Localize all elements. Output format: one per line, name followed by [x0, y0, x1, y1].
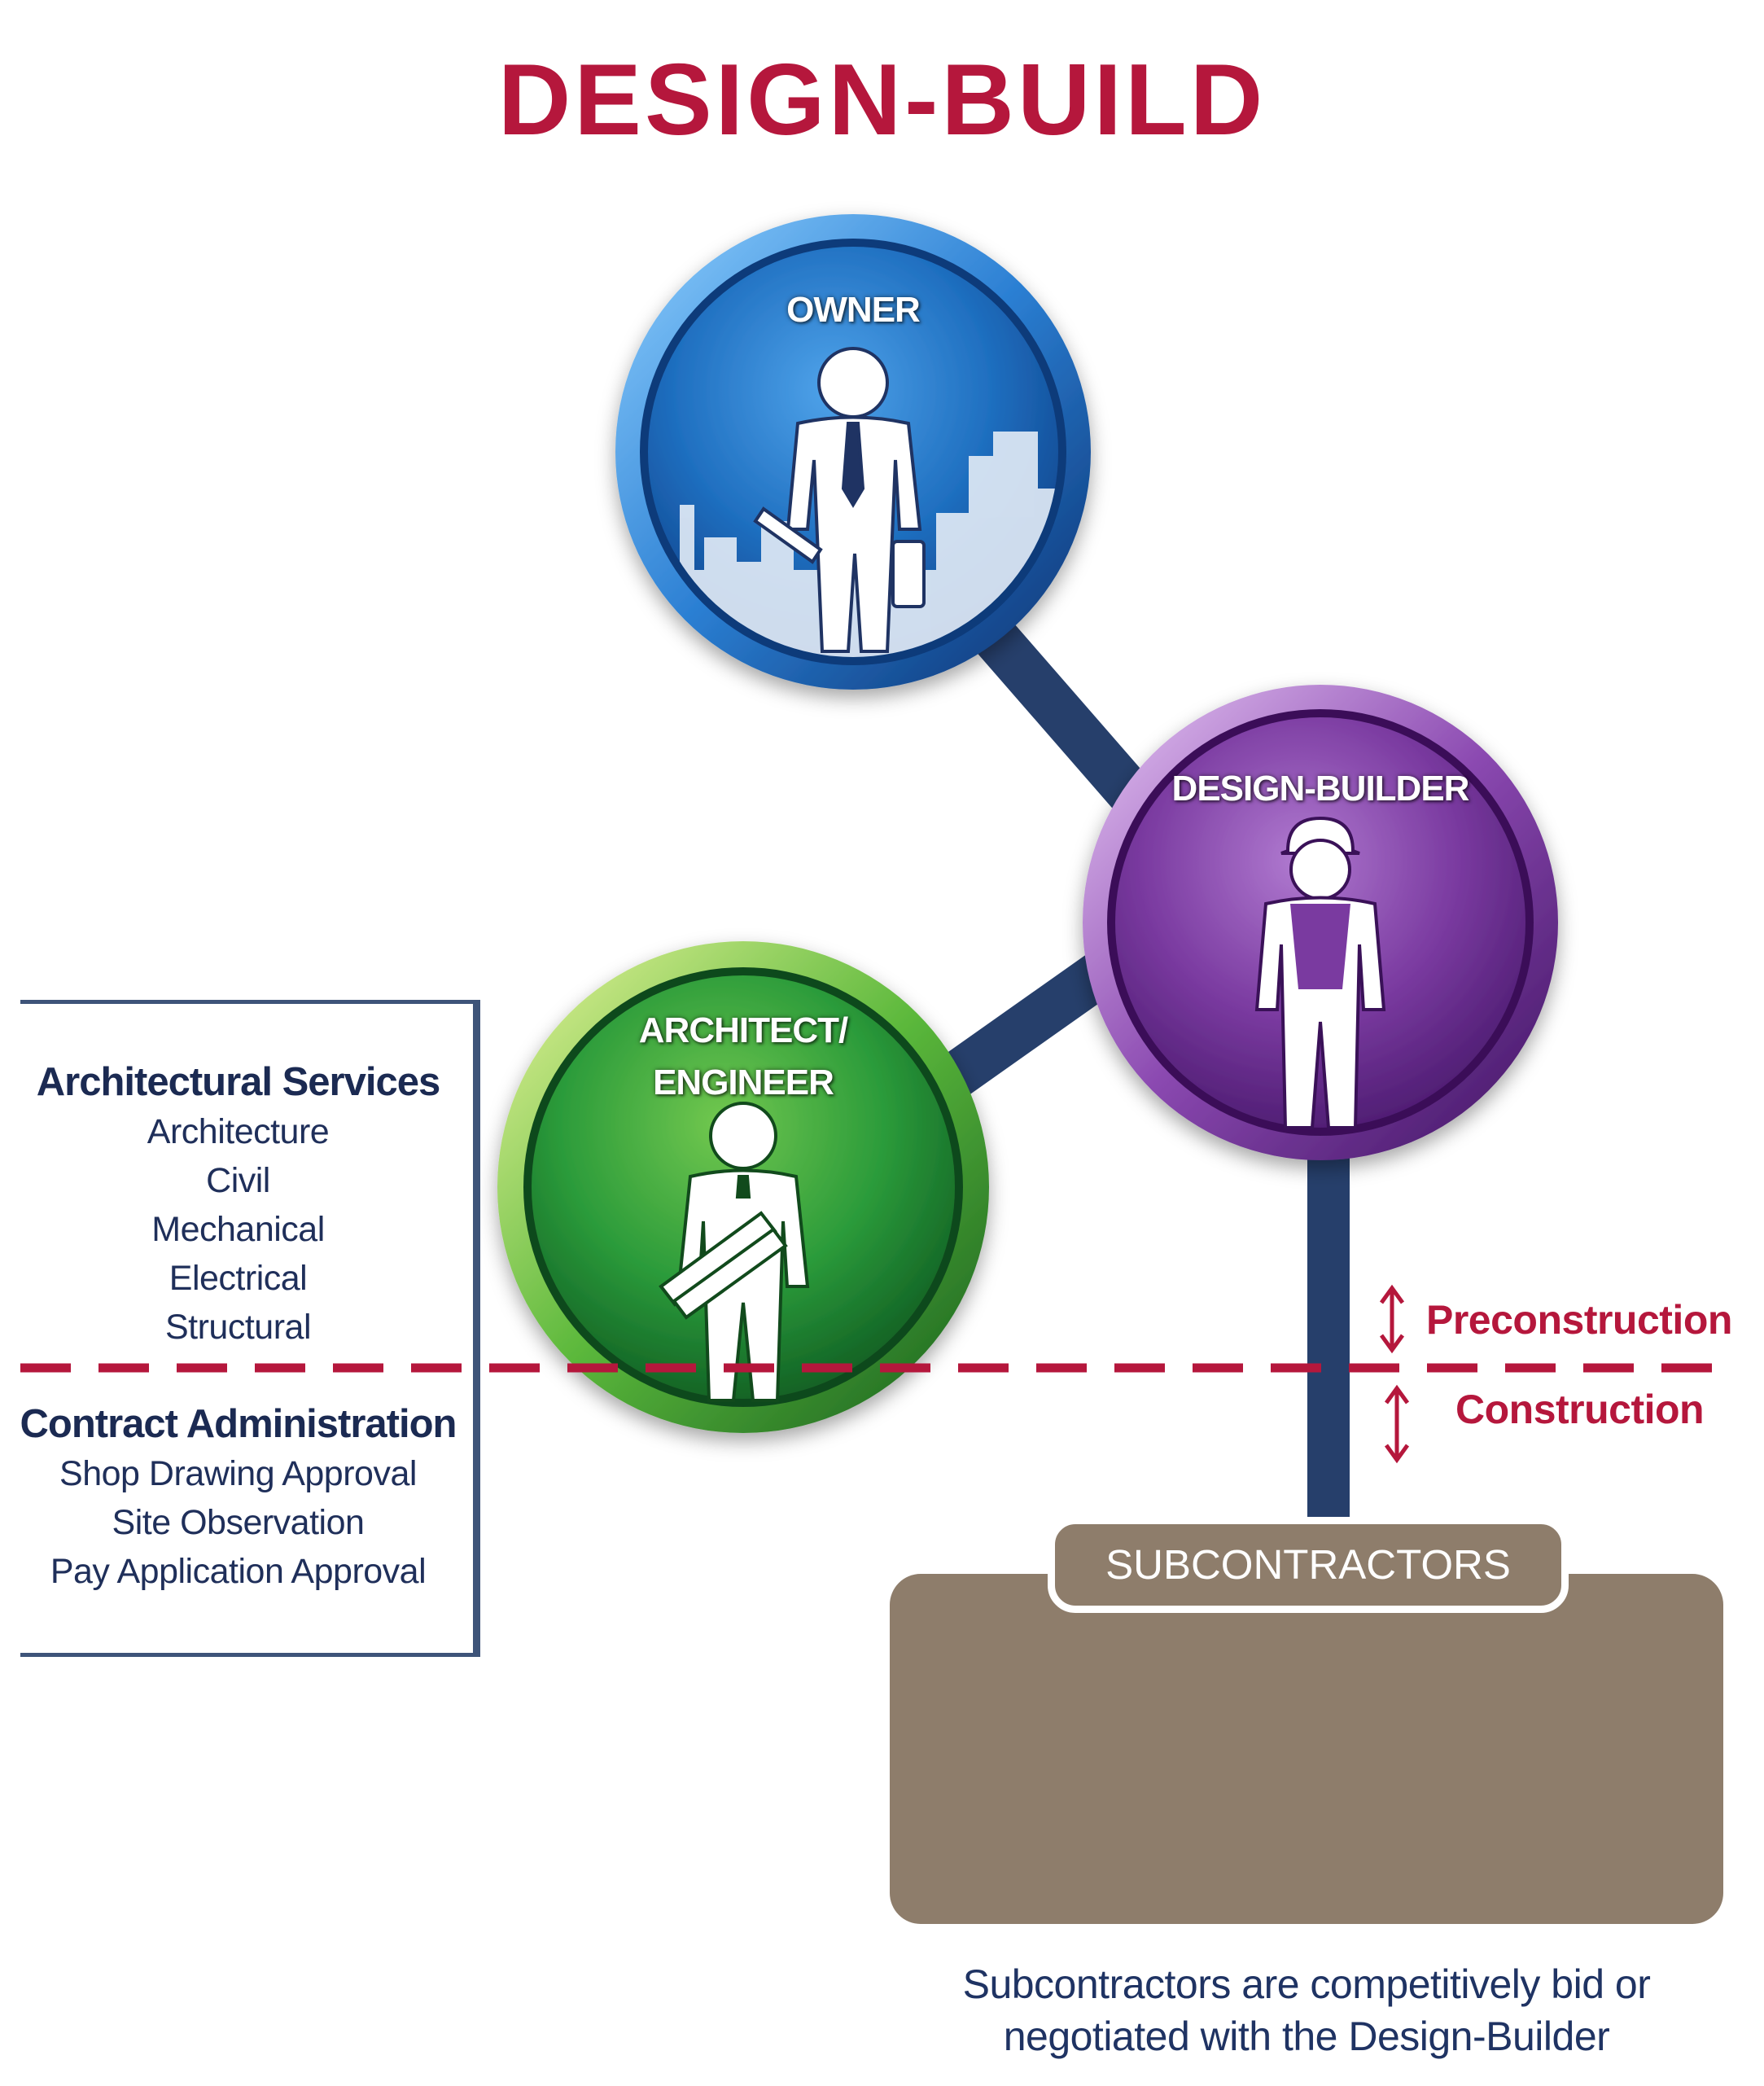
- subcontractors-note-line2: negotiated with the Design-Builder: [1003, 2014, 1610, 2059]
- architect-label-line1: ARCHITECT/: [638, 1010, 848, 1050]
- subcontractors-note-line1: Subcontractors are competitively bid or: [962, 1961, 1651, 2007]
- contract-administration-group: Contract Administration Shop Drawing App…: [8, 1399, 468, 1596]
- contract-item: Shop Drawing Approval: [59, 1454, 417, 1493]
- subcontractors-panel: [890, 1574, 1723, 1924]
- subcontractors-label: SUBCONTRACTORS: [1048, 1517, 1569, 1613]
- contract-item: Site Observation: [112, 1503, 365, 1542]
- service-item: Civil: [206, 1161, 270, 1200]
- construction-label: Construction: [1455, 1387, 1705, 1432]
- service-item: Architecture: [147, 1112, 330, 1151]
- up-down-arrow-icon: [1379, 1284, 1405, 1354]
- up-down-arrow-icon: [1384, 1384, 1410, 1464]
- preconstruction-label: Preconstruction: [1426, 1297, 1732, 1343]
- services-box: [20, 1000, 480, 1657]
- architectural-services-heading: Architectural Services: [36, 1060, 441, 1104]
- contract-item: Pay Application Approval: [50, 1552, 427, 1591]
- service-item: Mechanical: [151, 1210, 325, 1249]
- service-item: Structural: [164, 1308, 312, 1347]
- architect-label-line2: ENGINEER: [653, 1063, 834, 1102]
- businessman-with-briefcase-icon: [753, 347, 926, 653]
- architectural-services-group: Architectural Services Architecture Civi…: [8, 1057, 468, 1352]
- page-title: DESIGN-BUILD: [497, 44, 1267, 156]
- service-item: Electrical: [169, 1259, 308, 1298]
- subcontractors-note: Subcontractors are competitively bid or …: [890, 1958, 1723, 2062]
- design-builder-label: DESIGN-BUILDER: [1171, 769, 1470, 809]
- engineer-with-blueprints-icon: [659, 1102, 810, 1402]
- contract-administration-heading: Contract Administration: [20, 1402, 457, 1446]
- construction-worker-hard-hat-icon: [1254, 816, 1386, 1129]
- owner-label: OWNER: [786, 290, 921, 330]
